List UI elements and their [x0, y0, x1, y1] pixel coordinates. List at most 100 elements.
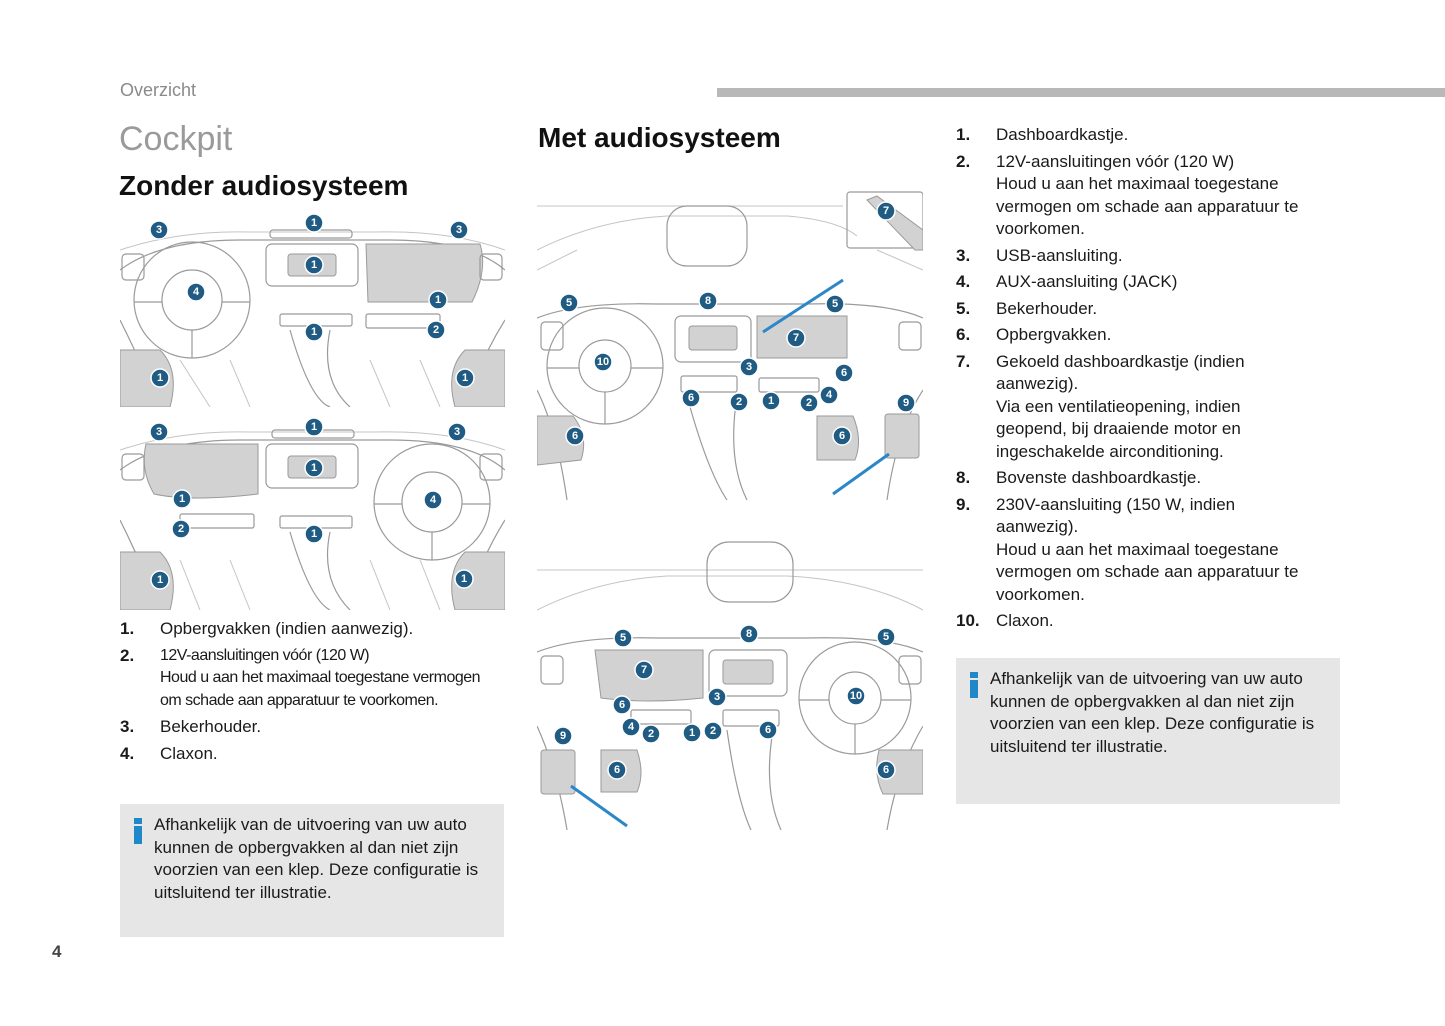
- svg-text:8: 8: [705, 295, 711, 307]
- info-icon: [968, 672, 980, 698]
- svg-text:3: 3: [746, 361, 752, 373]
- badge-1: 1: [761, 391, 781, 411]
- badge-3: 3: [149, 422, 169, 442]
- svg-text:1: 1: [435, 294, 441, 306]
- cockpit-diagram-rhd-audio: 8 5 5 7 10 3 6 4 2 1 2 6 9 6 6: [537, 530, 923, 830]
- badge-7: 7: [786, 328, 806, 348]
- svg-text:6: 6: [619, 699, 625, 711]
- list-item: 1. Opbergvakken (indien aanwezig).: [120, 619, 414, 638]
- cockpit-diagram-rhd-no-audio: 3 1 3 1 1 4 2 1 1 1: [120, 410, 505, 610]
- badge-4: 4: [819, 385, 839, 405]
- svg-text:10: 10: [597, 356, 609, 368]
- list-item: 8. Bovenste dashboardkastje.: [956, 468, 1202, 487]
- badge-6: 6: [612, 695, 632, 715]
- svg-text:2: 2: [178, 523, 184, 535]
- list-item: 2. 12V-aansluitingen vóór (120 W) Houd u…: [956, 151, 1299, 239]
- info-icon: [132, 818, 144, 844]
- badge-2: 2: [426, 320, 446, 340]
- badge-2: 2: [171, 519, 191, 539]
- svg-text:6: 6: [883, 764, 889, 776]
- svg-text:6: 6: [839, 430, 845, 442]
- info-note-right: Afhankelijk van de uitvoering van uw aut…: [956, 658, 1340, 804]
- svg-text:7: 7: [641, 664, 647, 676]
- svg-text:1: 1: [311, 259, 317, 271]
- badge-3: 3: [449, 220, 469, 240]
- zonder-audiosysteem-title: Zonder audiosysteem: [119, 170, 409, 201]
- page-title: Cockpit: [119, 120, 233, 158]
- svg-text:5: 5: [832, 298, 838, 310]
- badge-6: 6: [565, 426, 585, 446]
- svg-text:1: 1: [311, 528, 317, 540]
- svg-text:5: 5: [566, 297, 572, 309]
- list-item: 5. Bekerhouder.: [956, 298, 1098, 318]
- list-item: 4. AUX-aansluiting (JACK): [956, 272, 1178, 291]
- svg-text:1: 1: [157, 574, 163, 586]
- section-label: Overzicht: [120, 80, 197, 100]
- svg-text:3: 3: [456, 224, 462, 236]
- svg-text:4: 4: [193, 286, 200, 298]
- svg-text:5: 5: [620, 632, 626, 644]
- badge-2: 2: [641, 724, 661, 744]
- badge-2: 2: [729, 392, 749, 412]
- cockpit-diagram-lhd-audio: 7 5 8 5 7 10 3 6 6 2 1 2 4 9 6 6: [537, 190, 923, 500]
- badge-5: 5: [559, 293, 579, 313]
- badge-1: 1: [428, 290, 448, 310]
- page-number: 4: [52, 942, 62, 961]
- svg-text:8: 8: [746, 628, 752, 640]
- legend-list-no-audio: 1. Opbergvakken (indien aanwezig). 2. 12…: [120, 618, 510, 769]
- badge-6: 6: [758, 720, 778, 740]
- legend-list-audio: 1. Dashboardkastje. 2. 12V-aansluitingen…: [956, 124, 1336, 637]
- svg-text:2: 2: [736, 396, 742, 408]
- badge-1: 1: [172, 489, 192, 509]
- svg-text:1: 1: [179, 493, 185, 505]
- svg-text:3: 3: [714, 691, 720, 703]
- badge-7: 7: [634, 660, 654, 680]
- badge-2: 2: [799, 393, 819, 413]
- badge-5: 5: [613, 628, 633, 648]
- badge-6: 6: [832, 426, 852, 446]
- svg-text:7: 7: [883, 205, 889, 217]
- badge-6: 6: [876, 760, 896, 780]
- svg-text:7: 7: [793, 332, 799, 344]
- badge-1: 1: [304, 322, 324, 342]
- badge-1: 1: [304, 458, 324, 478]
- badge-5: 5: [825, 294, 845, 314]
- badge-1: 1: [150, 368, 170, 388]
- list-item: 3. Bekerhouder.: [120, 717, 262, 736]
- svg-text:1: 1: [311, 217, 317, 229]
- badge-1: 1: [150, 570, 170, 590]
- svg-text:2: 2: [710, 725, 716, 737]
- met-audiosysteem-title: Met audiosysteem: [538, 122, 781, 153]
- svg-text:6: 6: [572, 430, 578, 442]
- badge-5: 5: [876, 627, 896, 647]
- info-note-left: Afhankelijk van de uitvoering van uw aut…: [120, 804, 504, 937]
- badge-2: 2: [703, 721, 723, 741]
- svg-text:9: 9: [903, 397, 909, 409]
- badge-4: 4: [186, 282, 206, 302]
- svg-text:1: 1: [461, 573, 467, 585]
- svg-text:6: 6: [841, 367, 847, 379]
- svg-text:5: 5: [883, 631, 889, 643]
- badge-9: 9: [896, 393, 916, 413]
- svg-text:1: 1: [311, 326, 317, 338]
- badge-1: 1: [454, 569, 474, 589]
- badge-6: 6: [681, 388, 701, 408]
- list-item: 6. Opbergvakken.: [956, 325, 1112, 344]
- list-item: 2. 12V-aansluitingen vóór (120 W) Houd u…: [120, 645, 481, 709]
- list-item: 7. Gekoeld dashboardkastje (indien aanwe…: [956, 351, 1245, 461]
- badge-8: 8: [739, 624, 759, 644]
- badge-1: 1: [304, 417, 324, 437]
- badge-1: 1: [304, 524, 324, 544]
- badge-3: 3: [447, 422, 467, 442]
- svg-text:2: 2: [648, 728, 654, 740]
- svg-text:9: 9: [560, 730, 566, 742]
- badge-1: 1: [682, 723, 702, 743]
- svg-text:3: 3: [454, 426, 460, 438]
- badge-6: 6: [607, 760, 627, 780]
- cockpit-diagram-lhd-no-audio: 3 1 3 1 4 1 2 1 1 1: [120, 210, 505, 407]
- svg-text:1: 1: [157, 372, 163, 384]
- info-text: Afhankelijk van de uitvoering van uw aut…: [154, 815, 479, 902]
- badge-7: 7: [876, 201, 896, 221]
- list-item: 3. USB-aansluiting.: [956, 245, 1123, 265]
- list-item: 10. Claxon.: [956, 611, 1054, 630]
